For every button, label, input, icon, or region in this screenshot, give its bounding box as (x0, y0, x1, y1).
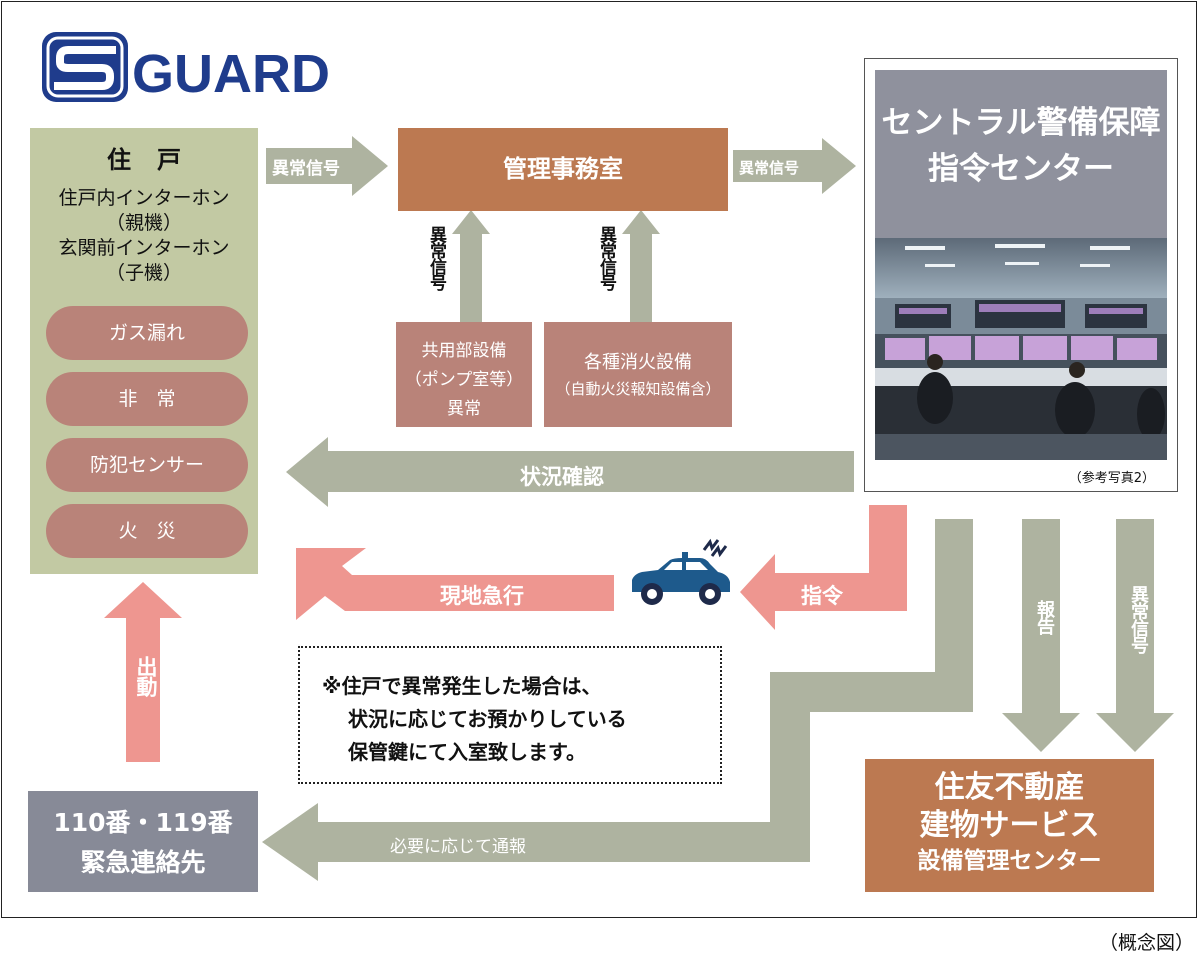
arrow-label-report: 報告 (1034, 600, 1055, 634)
svg-text:GUARD: GUARD (132, 44, 330, 104)
command-center-heading: セントラル警備保障 指令センター (875, 70, 1167, 238)
arrow-order (740, 505, 907, 630)
arrow-up-common (452, 210, 490, 322)
common-equipment-line: （ポンプ室等） (404, 370, 524, 390)
arrow-dispatch (104, 582, 182, 762)
photo-caption: （参考写真2） (1068, 471, 1155, 486)
sensor-emergency: 非 常 (46, 372, 248, 426)
management-office: 管理事務室 (398, 128, 728, 211)
arrow-report (1002, 519, 1080, 752)
resident-line: （親機） (105, 212, 182, 234)
arrow-up-fire (622, 210, 660, 322)
arrow-label-rush: 現地急行 (440, 584, 524, 608)
command-center-line: セントラル警備保障 (881, 105, 1161, 141)
arrow-label-notify: 必要に応じて通報 (390, 837, 526, 857)
resident-title: 住戸 (107, 146, 207, 174)
sguard-logo: GUARD (40, 28, 331, 106)
diagram-caption: （概念図） (1098, 932, 1194, 954)
command-center-photo (875, 238, 1167, 460)
sensor-fire: 火 災 (46, 504, 248, 558)
arrow-label-dispatch: 出動 (134, 656, 158, 696)
sumitomo-line: 設備管理センター (917, 848, 1102, 874)
emergency-line: 緊急連絡先 (80, 848, 206, 877)
arrow-label-status-check: 状況確認 (520, 465, 604, 489)
common-equipment: 共用部設備 （ポンプ室等） 異常 (396, 322, 532, 427)
sumitomo-building-service: 住友不動産 建物サービス 設備管理センター (865, 759, 1154, 892)
sensor-security: 防犯センサー (46, 438, 248, 492)
resident-line: 玄関前インターホン (58, 237, 230, 259)
fire-equipment: 各種消火設備 （自動火災報知設備含） (544, 322, 732, 427)
common-equipment-line: 共用部設備 (421, 341, 507, 361)
note-line: ※住戸で異常発生した場合は、 (322, 674, 602, 698)
arrow-label-to-center: 異常信号 (739, 159, 800, 177)
arrow-to-center (733, 138, 856, 194)
note-line: 状況に応じてお預かりしている (348, 707, 627, 731)
arrow-label-signal-down: 異常信号 (1128, 585, 1149, 653)
fire-equipment-line: 各種消火設備 (584, 352, 692, 373)
note-line: 保管鍵にて入室致します。 (348, 740, 586, 764)
arrow-label-vertical-right: 異常信号 (596, 226, 616, 290)
diagram-frame (1, 1, 1197, 918)
arrow-label-to-office: 異常信号 (272, 159, 340, 179)
emergency-contact: 110番・119番 緊急連絡先 (28, 791, 258, 892)
patrol-car-icon (626, 538, 736, 610)
common-equipment-line: 異常 (447, 399, 481, 419)
arrow-rush (296, 548, 614, 620)
arrow-status-check (286, 437, 854, 507)
command-center-line: 指令センター (928, 151, 1114, 187)
command-center: セントラル警備保障 指令センター (864, 58, 1178, 492)
sensor-gas-leak: ガス漏れ (46, 306, 248, 360)
arrow-label-order: 指令 (801, 584, 843, 608)
resident-unit: 住戸 住戸内インターホン （親機） 玄関前インターホン （子機） ガス漏れ 非 … (30, 128, 258, 574)
fire-equipment-line: （自動火災報知設備含） (555, 380, 721, 398)
resident-line: （子機） (105, 262, 182, 284)
arrow-label-vertical-left: 異常信号 (426, 226, 446, 290)
arrow-to-office (266, 136, 388, 196)
sumitomo-line: 住友不動産 (934, 770, 1085, 805)
key-entry-note: ※住戸で異常発生した場合は、 状況に応じてお預かりしている 保管鍵にて入室致しま… (298, 646, 722, 784)
arrow-signal-down (1096, 519, 1174, 752)
sumitomo-line: 建物サービス (919, 808, 1100, 843)
resident-line: 住戸内インターホン (58, 187, 230, 209)
arrow-notify (262, 519, 973, 881)
emergency-line: 110番・119番 (53, 808, 233, 837)
